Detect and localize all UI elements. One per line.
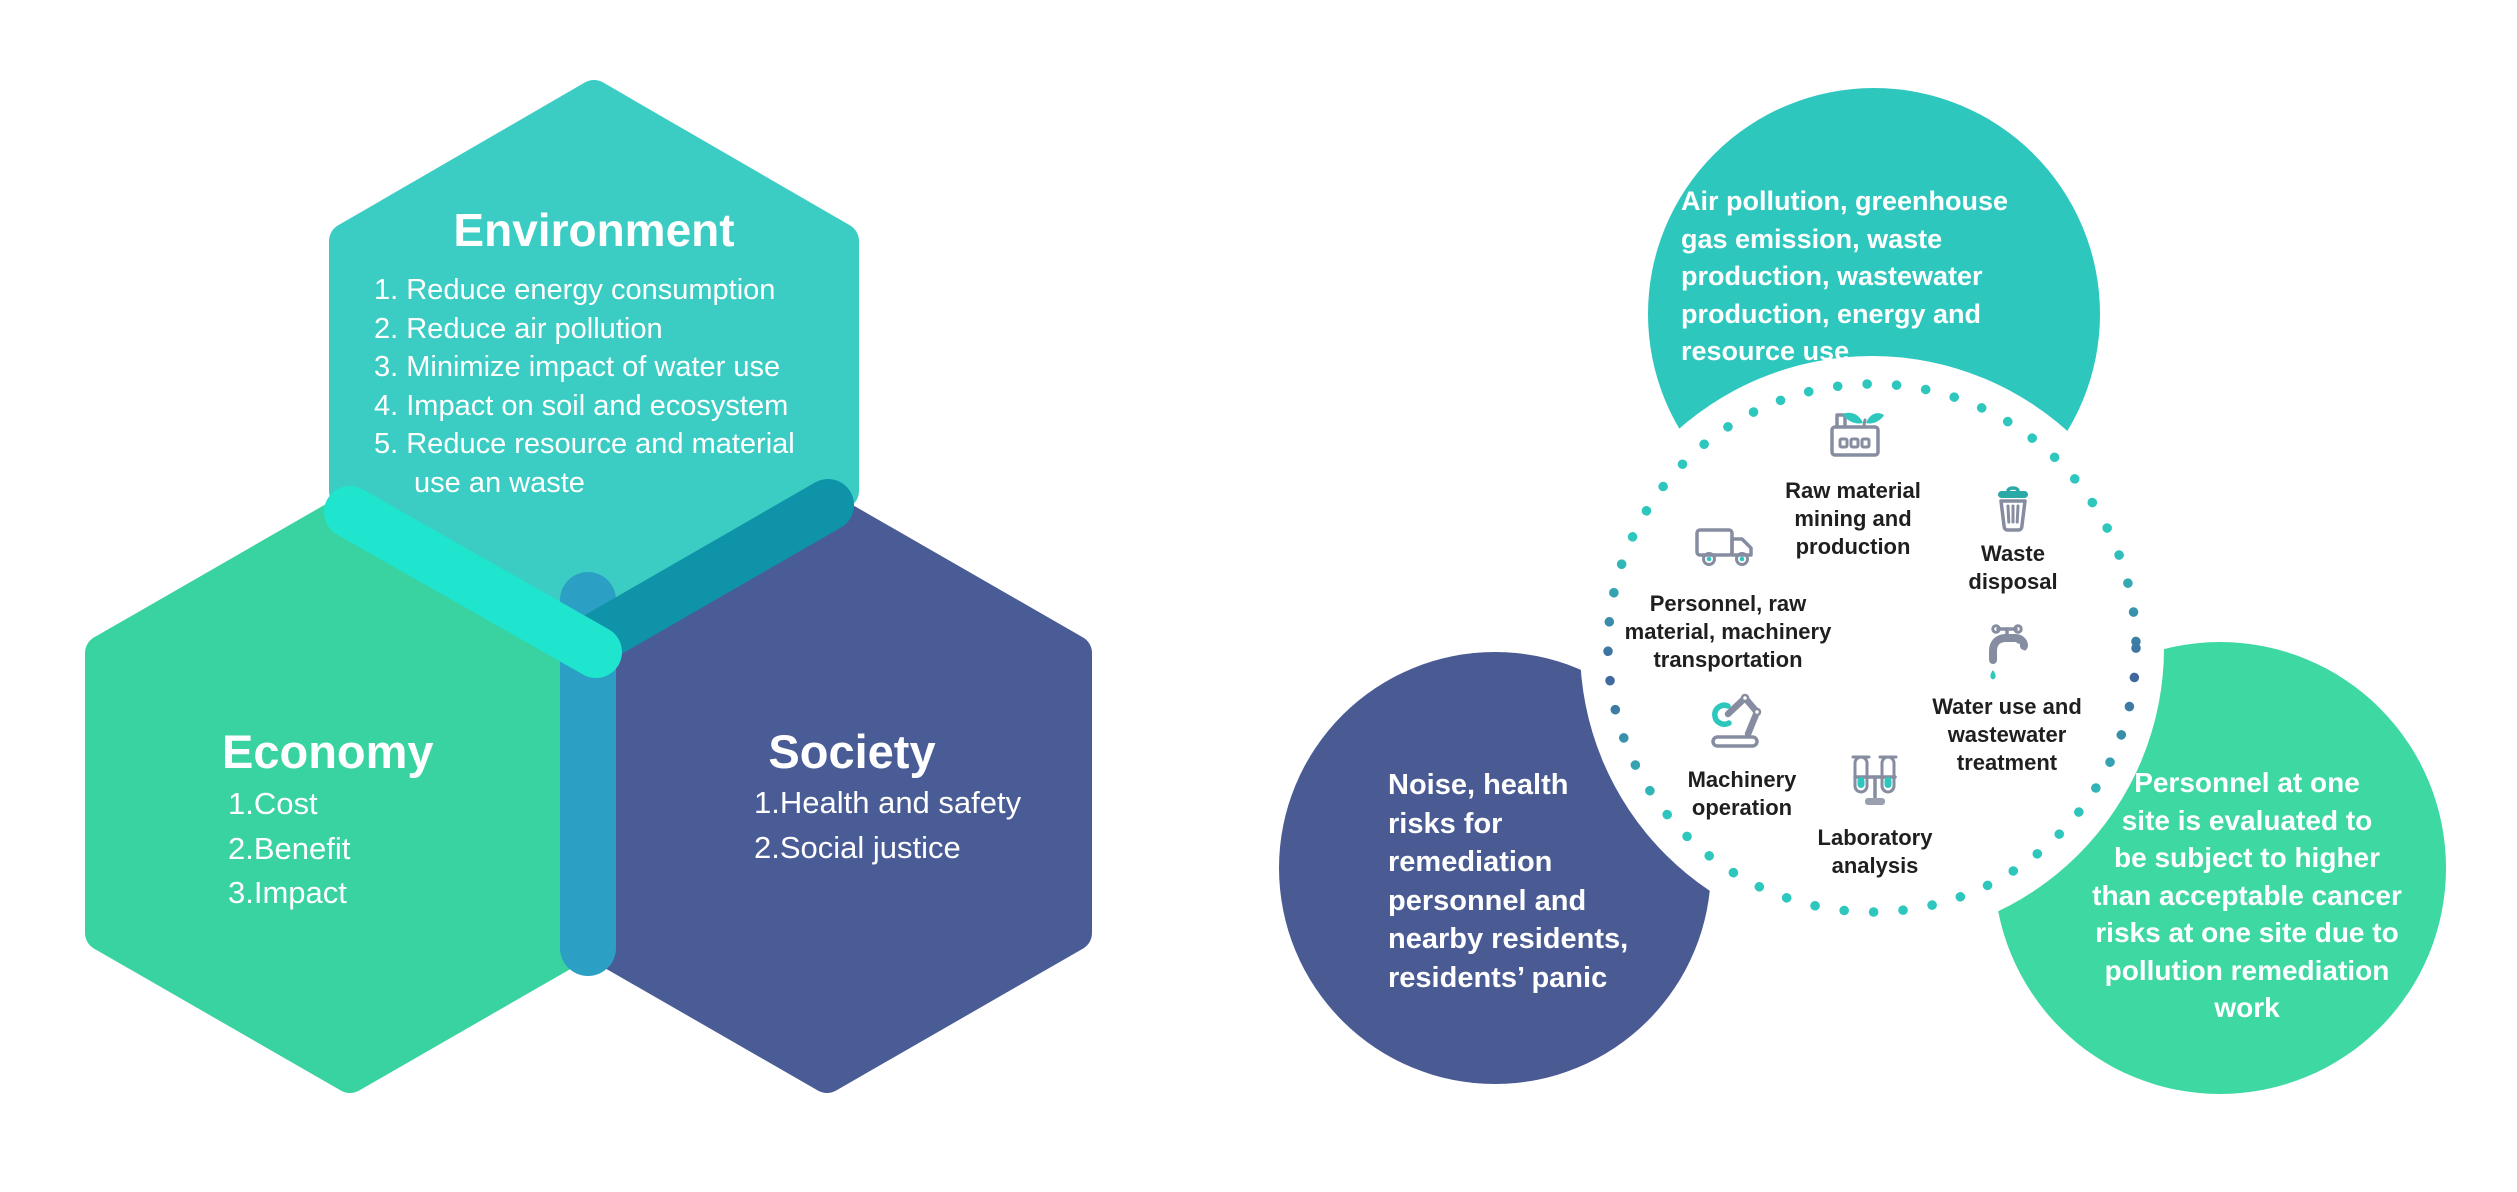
society-title: Society xyxy=(768,725,936,778)
dotted-ring xyxy=(1603,379,2141,917)
environment-title: Environment xyxy=(453,204,735,256)
raw-material-label: Raw material mining and production xyxy=(1785,478,1921,559)
transportation-label: Personnel, raw material, machinery trans… xyxy=(1624,591,1832,672)
society-list: 1.Health and safety 2.Social justice xyxy=(754,781,1021,870)
list-item: 2. Reduce air pollution xyxy=(374,312,663,345)
environment-economy-overlap xyxy=(324,486,622,678)
air-pollution-text: Air pollution, greenhouse gas emission, … xyxy=(1681,186,2009,366)
machinery-operation-label: Machinery operation xyxy=(1687,767,1797,820)
list-item: 5. Reduce resource and material use an w… xyxy=(374,428,795,499)
environment-society-overlap xyxy=(566,479,854,667)
robot-arm-icon xyxy=(1711,693,1762,748)
list-item: 4. Impact on soil and ecosystem xyxy=(374,389,789,422)
economy-list: 1.Cost 2.Benefit 3.Impact xyxy=(228,782,350,916)
list-item: 1. Reduce energy consumption xyxy=(374,274,776,306)
list-item: 1.Cost xyxy=(228,786,318,821)
list-item: 3.Impact xyxy=(228,875,347,910)
economy-title: Economy xyxy=(222,725,434,778)
faucet-icon xyxy=(1989,624,2028,680)
personnel-risk-text: Personnel at one site is evaluated to be… xyxy=(2092,767,2402,1023)
list-item: 1.Health and safety xyxy=(754,785,1022,820)
truck-icon xyxy=(1695,528,1753,566)
list-item: 3. Minimize impact of water use xyxy=(374,351,781,383)
waste-bin-icon xyxy=(1998,486,2028,532)
list-item: 2.Social justice xyxy=(754,829,961,865)
environment-list: 1. Reduce energy consumption 2. Reduce ai… xyxy=(374,271,829,502)
noise-risk-text: Noise, health risks for remediation pers… xyxy=(1388,769,1629,994)
laboratory-analysis-label: Laboratory analysis xyxy=(1817,825,1933,878)
factory-icon xyxy=(1830,412,1884,457)
list-item: 2.Benefit xyxy=(228,830,351,866)
waste-disposal-label: Waste disposal xyxy=(1968,541,2058,594)
water-use-label: Water use and wastewater treatment xyxy=(1932,694,2082,775)
test-tubes-icon xyxy=(1851,755,1898,805)
